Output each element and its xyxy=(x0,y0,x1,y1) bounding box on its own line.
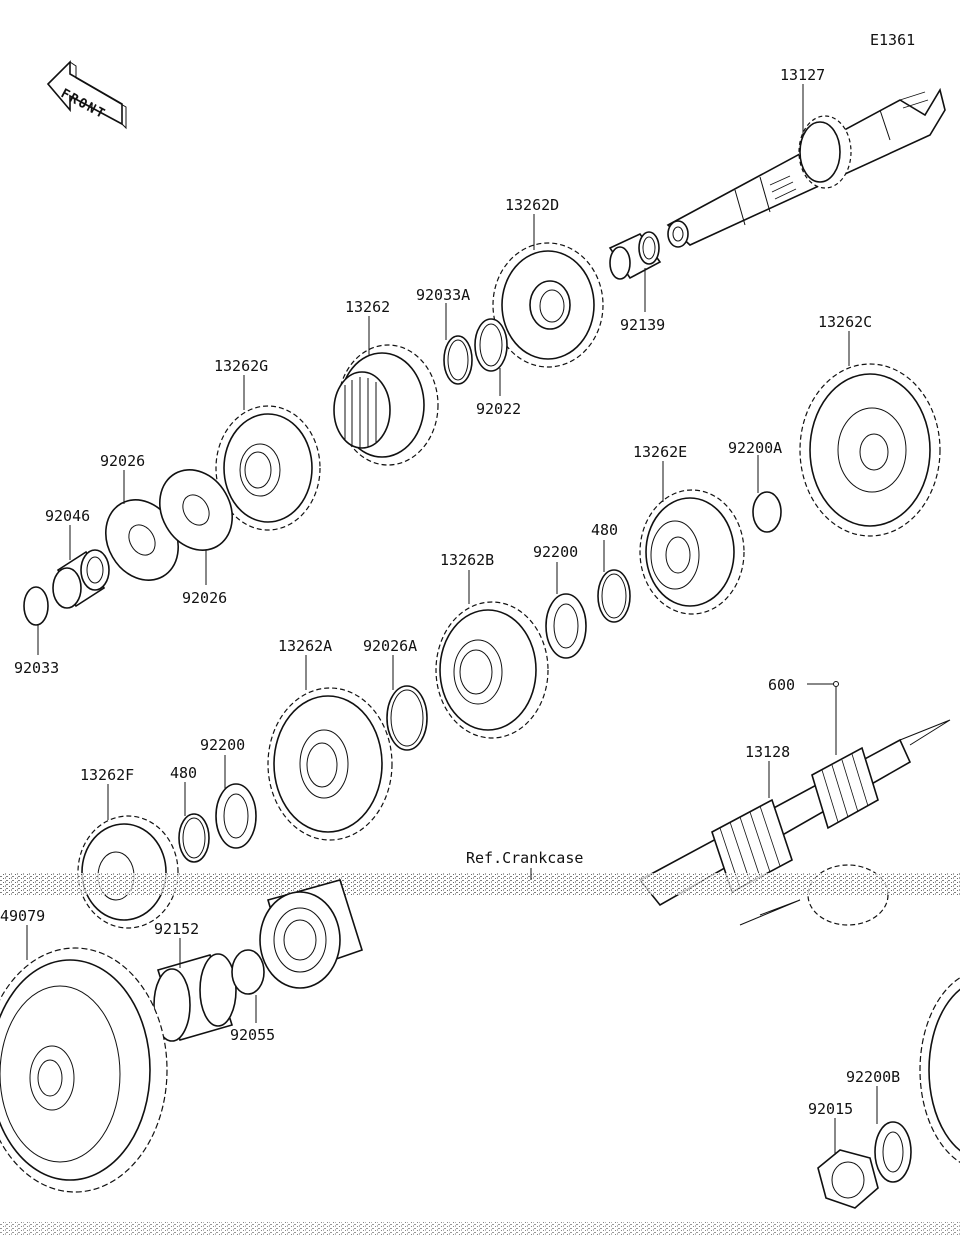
front-arrow-icon: FRONT xyxy=(46,60,127,130)
label-92015: 92015 xyxy=(808,1100,853,1118)
washer-92200b xyxy=(874,1121,912,1183)
label-92046: 92046 xyxy=(45,507,90,525)
label-13262g: 13262G xyxy=(214,357,268,375)
gear-13262g xyxy=(215,405,321,531)
gear-13262a xyxy=(267,687,393,841)
label-49079: 49079 xyxy=(0,907,45,925)
label-480-upper: 480 xyxy=(591,521,618,539)
snap-ring-92033a xyxy=(443,335,473,385)
label-92200-lower: 92200 xyxy=(200,736,245,754)
label-92139: 92139 xyxy=(620,316,665,334)
washer-92026-b xyxy=(159,469,233,551)
gear-13262b xyxy=(435,601,549,739)
crankcase-section-band xyxy=(0,873,960,895)
label-13128: 13128 xyxy=(745,743,790,761)
washer-92200-upper xyxy=(545,593,587,659)
label-13262b: 13262B xyxy=(440,551,494,569)
o-ring-92055 xyxy=(231,949,265,995)
gear-13262e xyxy=(639,489,745,615)
label-92033: 92033 xyxy=(14,659,59,677)
label-ref-crankcase: Ref.Crankcase xyxy=(466,849,583,867)
label-13262d: 13262D xyxy=(505,196,559,214)
snap-ring-92033 xyxy=(23,586,49,626)
leader-lines xyxy=(26,84,878,1155)
gear-13262f xyxy=(77,815,179,929)
label-92200a: 92200A xyxy=(728,439,782,457)
crankcase-bottom-band xyxy=(0,1222,960,1236)
label-13262e: 13262E xyxy=(633,443,687,461)
circlip-480-upper xyxy=(597,569,631,623)
gear-13262c xyxy=(799,363,941,537)
label-92055: 92055 xyxy=(230,1026,275,1044)
label-13262f: 13262F xyxy=(80,766,134,784)
label-92200-upper: 92200 xyxy=(533,543,578,561)
gear-13262 xyxy=(333,344,439,466)
nut-92015 xyxy=(817,1149,879,1209)
washer-92026a xyxy=(386,685,428,751)
label-92033a: 92033A xyxy=(416,286,470,304)
label-13262a: 13262A xyxy=(278,637,332,655)
sprocket-49079 xyxy=(0,947,168,1193)
label-600: 600 xyxy=(768,676,795,694)
label-92200b: 92200B xyxy=(846,1068,900,1086)
washer-92200-lower xyxy=(215,783,257,849)
bushing-92139 xyxy=(608,231,662,280)
label-13262c: 13262C xyxy=(818,313,872,331)
washer-92026-a xyxy=(105,499,179,581)
label-92026a: 92026A xyxy=(363,637,417,655)
output-shaft xyxy=(666,87,946,248)
label-13262: 13262 xyxy=(345,298,390,316)
sprocket-right-partial xyxy=(919,977,960,1163)
part-labels: 13127 13262D 92139 13262 92033A 92022 13… xyxy=(0,66,900,1118)
label-92022: 92022 xyxy=(476,400,521,418)
collar-92152 xyxy=(153,953,237,1042)
gear-13262d xyxy=(492,242,604,368)
washer-92200a xyxy=(752,491,782,533)
label-92026-b: 92026 xyxy=(182,589,227,607)
washer-92022 xyxy=(474,318,508,372)
ball-bearing xyxy=(259,879,363,989)
label-92152: 92152 xyxy=(154,920,199,938)
needle-bearing-92046 xyxy=(52,549,110,609)
label-92026-a: 92026 xyxy=(100,452,145,470)
circlip-480-lower xyxy=(178,813,210,863)
diagram-id: E1361 xyxy=(870,31,915,49)
label-13127: 13127 xyxy=(780,66,825,84)
label-480-lower: 480 xyxy=(170,764,197,782)
